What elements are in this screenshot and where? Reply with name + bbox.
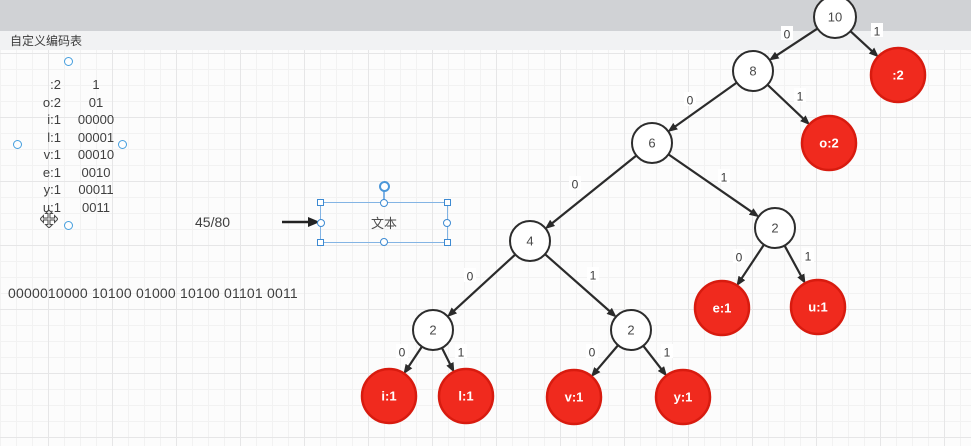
- tree-edge[interactable]: [446, 253, 517, 318]
- ratio-label[interactable]: 45/80: [195, 214, 231, 230]
- tree-node-8[interactable]: [732, 50, 774, 92]
- tree-edge[interactable]: [544, 253, 617, 318]
- encoding-symbol: o:2: [42, 94, 61, 110]
- encoded-message[interactable]: 0000010000 10100 01000 10100 01101 0011: [8, 285, 298, 301]
- resize-handle-right[interactable]: [443, 218, 451, 227]
- encoding-code: 00000: [77, 112, 115, 127]
- selected-text-box[interactable]: 文本: [317, 181, 451, 246]
- encoding-symbol: i:1: [47, 112, 61, 127]
- tree-node-o:2[interactable]: [800, 114, 858, 172]
- tree-node-10[interactable]: [813, 0, 857, 39]
- tree-edge[interactable]: [736, 244, 765, 287]
- rotate-handle[interactable]: [378, 181, 390, 192]
- tree-node-2[interactable]: [754, 207, 796, 249]
- tree-edge[interactable]: [768, 27, 819, 61]
- encoding-symbol: v:1: [43, 147, 61, 162]
- connection-point[interactable]: [118, 140, 127, 149]
- tree-node-e:1[interactable]: [693, 279, 751, 337]
- resize-handle-top-left[interactable]: [317, 199, 324, 206]
- tree-edge[interactable]: [849, 30, 879, 58]
- tree-node-:2[interactable]: [869, 46, 927, 104]
- encoding-row: y:1 00011: [4, 181, 125, 199]
- tree-edge[interactable]: [667, 81, 738, 132]
- tree-node-u:1[interactable]: [789, 278, 847, 336]
- rotate-handle-stem: [383, 191, 385, 203]
- encoding-code: 0010: [81, 164, 111, 180]
- encoding-code: 01: [88, 94, 104, 110]
- resize-handle-top[interactable]: [380, 199, 388, 207]
- encoding-row: v:1 00010: [4, 146, 125, 164]
- encoding-table[interactable]: :2 1 o:2 01 i:1 00000 l:1 00001 v:1 00010 e:1…: [4, 76, 125, 216]
- tree-edge[interactable]: [544, 154, 638, 230]
- tree-edge[interactable]: [667, 153, 760, 218]
- encoding-row: i:1 00000: [4, 111, 125, 129]
- title-bar: 自定义编码表: [0, 31, 971, 50]
- tree-edge[interactable]: [766, 83, 811, 126]
- encoding-code: 00010: [77, 147, 115, 162]
- encoding-symbol: :2: [50, 77, 61, 92]
- resize-handle-top-right[interactable]: [444, 199, 451, 206]
- encoding-symbol: e:1: [42, 164, 61, 180]
- window-top-bar: [0, 0, 971, 31]
- encoding-row: u:1 0011: [4, 199, 125, 217]
- tree-node-v:1[interactable]: [545, 368, 603, 426]
- encoding-row: o:2 01: [4, 94, 125, 112]
- encoding-symbol: l:1: [47, 129, 61, 145]
- tree-node-6[interactable]: [631, 122, 673, 164]
- resize-handle-bottom-left[interactable]: [317, 239, 324, 246]
- tree-node-y:1[interactable]: [654, 368, 712, 426]
- tree-edge[interactable]: [403, 346, 423, 375]
- pointer-arrow[interactable]: [281, 215, 323, 229]
- connection-point[interactable]: [13, 140, 22, 149]
- encoding-code: 00001: [77, 129, 115, 145]
- encoding-symbol: u:1: [42, 199, 61, 215]
- connection-point[interactable]: [64, 221, 73, 230]
- page-title[interactable]: 自定义编码表: [10, 34, 83, 48]
- tree-edge[interactable]: [642, 345, 668, 377]
- tree-node-4[interactable]: [509, 220, 551, 262]
- encoding-row: :2 1: [4, 76, 125, 94]
- text-box-label: 文本: [370, 216, 397, 231]
- tree-edge[interactable]: [440, 347, 455, 373]
- tree-edge[interactable]: [590, 344, 619, 378]
- tree-node-2[interactable]: [610, 309, 652, 351]
- encoding-code: 1: [92, 77, 100, 92]
- encoding-code: 00011: [78, 182, 114, 197]
- tree-node-2[interactable]: [412, 309, 454, 351]
- encoding-code: 0011: [82, 199, 110, 215]
- resize-handle-left[interactable]: [317, 218, 325, 227]
- tree-node-i:1[interactable]: [360, 367, 418, 425]
- connection-point[interactable]: [64, 57, 73, 66]
- resize-handle-bottom[interactable]: [380, 238, 388, 246]
- move-cursor-icon: [40, 210, 58, 228]
- encoding-row: l:1 00001: [4, 129, 125, 147]
- encoding-row: e:1 0010: [4, 164, 125, 182]
- tree-node-l:1[interactable]: [437, 367, 495, 425]
- resize-handle-bottom-right[interactable]: [444, 239, 451, 246]
- encoding-symbol: y:1: [43, 182, 61, 197]
- tree-edge[interactable]: [783, 245, 806, 285]
